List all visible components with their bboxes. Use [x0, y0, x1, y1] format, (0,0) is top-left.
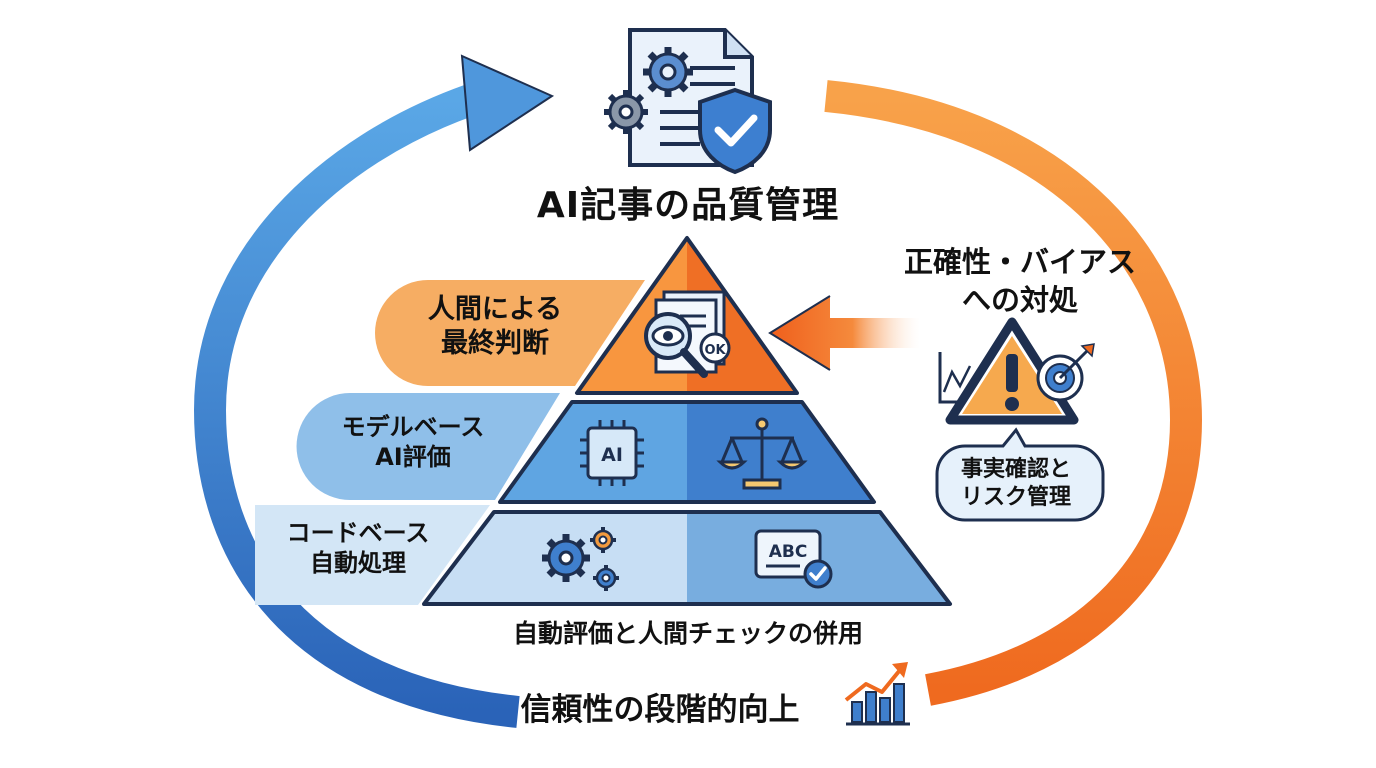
document-gear-shield-icon [604, 28, 772, 175]
tier-middle-line2: AI評価 [375, 443, 451, 471]
combined-evaluation-label: 自動評価と人間チェックの併用 [512, 619, 863, 648]
magnifier-eye-icon: OK [644, 290, 731, 378]
ai-chip-label: AI [601, 444, 623, 466]
tier-middle-label: モデルベース AI評価 [318, 412, 508, 472]
target-icon [1036, 343, 1095, 402]
tier-top-label: 人間による 最終判断 [395, 293, 595, 361]
abc-label: ABC [769, 542, 808, 562]
bubble-line1: 事実確認と [960, 457, 1071, 482]
ok-label: OK [704, 343, 726, 358]
scales-icon [716, 417, 808, 490]
tier-top-line1: 人間による [427, 294, 563, 325]
tier-banners [255, 280, 645, 605]
tier-middle-line1: モデルベース [341, 413, 485, 441]
growth-chart-icon [844, 662, 910, 726]
gears-icon [542, 527, 619, 591]
blue-cycle-arrow [193, 54, 555, 728]
banner-top [375, 280, 645, 386]
risk-speech-bubble [935, 427, 1105, 522]
ai-chip-icon: AI [580, 420, 644, 486]
bias-label: 正確性・バイアス への対処 [880, 244, 1160, 319]
banner-bottom [255, 505, 490, 605]
pyramid-mid-right [687, 402, 874, 502]
abc-check-icon: ABC [754, 529, 833, 589]
bubble-label: 事実確認と リスク管理 [936, 456, 1096, 511]
tier-top-line2: 最終判断 [441, 327, 549, 359]
tier-bottom-line1: コードベース [286, 519, 430, 547]
tier-bottom-label: コードベース 自動処理 [268, 518, 448, 578]
bias-pointer-arrow [768, 295, 920, 371]
banner-middle [296, 393, 560, 500]
bubble-line2: リスク管理 [960, 484, 1071, 510]
bottom-label: 信頼性の段階的向上 [520, 692, 800, 728]
orange-cycle-arrow [824, 80, 1203, 706]
page-title: AI記事の品質管理 [536, 185, 840, 226]
risk-icon-group [938, 317, 1095, 425]
warning-icon [945, 317, 1079, 425]
bias-line1: 正確性・バイアス [903, 245, 1136, 279]
tier-bottom-line2: 自動処理 [310, 549, 406, 577]
bias-line2: への対処 [961, 282, 1078, 317]
